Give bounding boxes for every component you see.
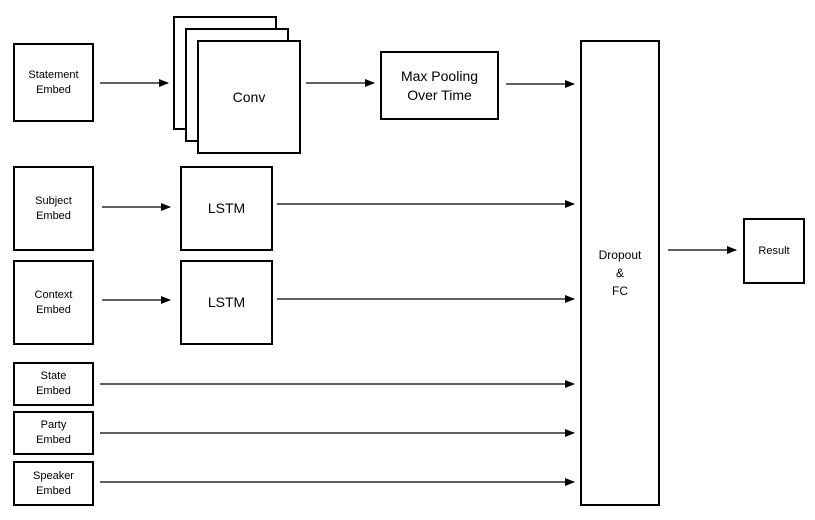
statement-embed-box: Statement Embed bbox=[13, 43, 94, 122]
context-embed-box: Context Embed bbox=[13, 260, 94, 345]
speaker-embed-box: Speaker Embed bbox=[13, 461, 94, 506]
lstm-subject-label: LSTM bbox=[207, 200, 246, 217]
speaker-embed-line1: Speaker bbox=[33, 469, 74, 482]
subject-embed-line2: Embed bbox=[36, 209, 71, 222]
context-embed-line1: Context bbox=[34, 288, 73, 301]
party-embed-line2: Embed bbox=[36, 434, 71, 446]
statement-embed-line1: Statement bbox=[28, 68, 79, 81]
result-box: Result bbox=[743, 218, 805, 284]
dropout-fc-box: Dropout & FC bbox=[580, 40, 660, 506]
state-embed-line2: Embed bbox=[36, 385, 71, 397]
statement-embed-line2: Embed bbox=[36, 83, 71, 96]
dropout-label: Dropout bbox=[598, 248, 642, 262]
subject-embed-box: Subject Embed bbox=[13, 166, 94, 251]
lstm-subject-box: LSTM bbox=[180, 166, 273, 251]
conv-box: Conv bbox=[197, 40, 301, 154]
result-label: Result bbox=[758, 244, 790, 257]
state-embed-line1: State bbox=[40, 370, 67, 383]
speaker-embed-line2: Embed bbox=[36, 484, 71, 497]
lstm-context-box: LSTM bbox=[180, 260, 273, 345]
max-pooling-line1: Max Pooling bbox=[400, 67, 479, 84]
party-embed-box: Party Embed bbox=[13, 411, 94, 455]
ampersand-label: & bbox=[615, 266, 624, 280]
max-pooling-line2: Over Time bbox=[407, 86, 472, 103]
subject-embed-line1: Subject bbox=[35, 194, 72, 207]
fc-label: FC bbox=[612, 284, 628, 298]
conv-label: Conv bbox=[232, 88, 266, 105]
lstm-context-label: LSTM bbox=[207, 294, 246, 311]
max-pooling-box: Max Pooling Over Time bbox=[380, 51, 499, 120]
state-embed-box: State Embed bbox=[13, 362, 94, 406]
context-embed-line2: Embed bbox=[36, 303, 71, 316]
party-embed-line1: Party bbox=[40, 419, 67, 432]
